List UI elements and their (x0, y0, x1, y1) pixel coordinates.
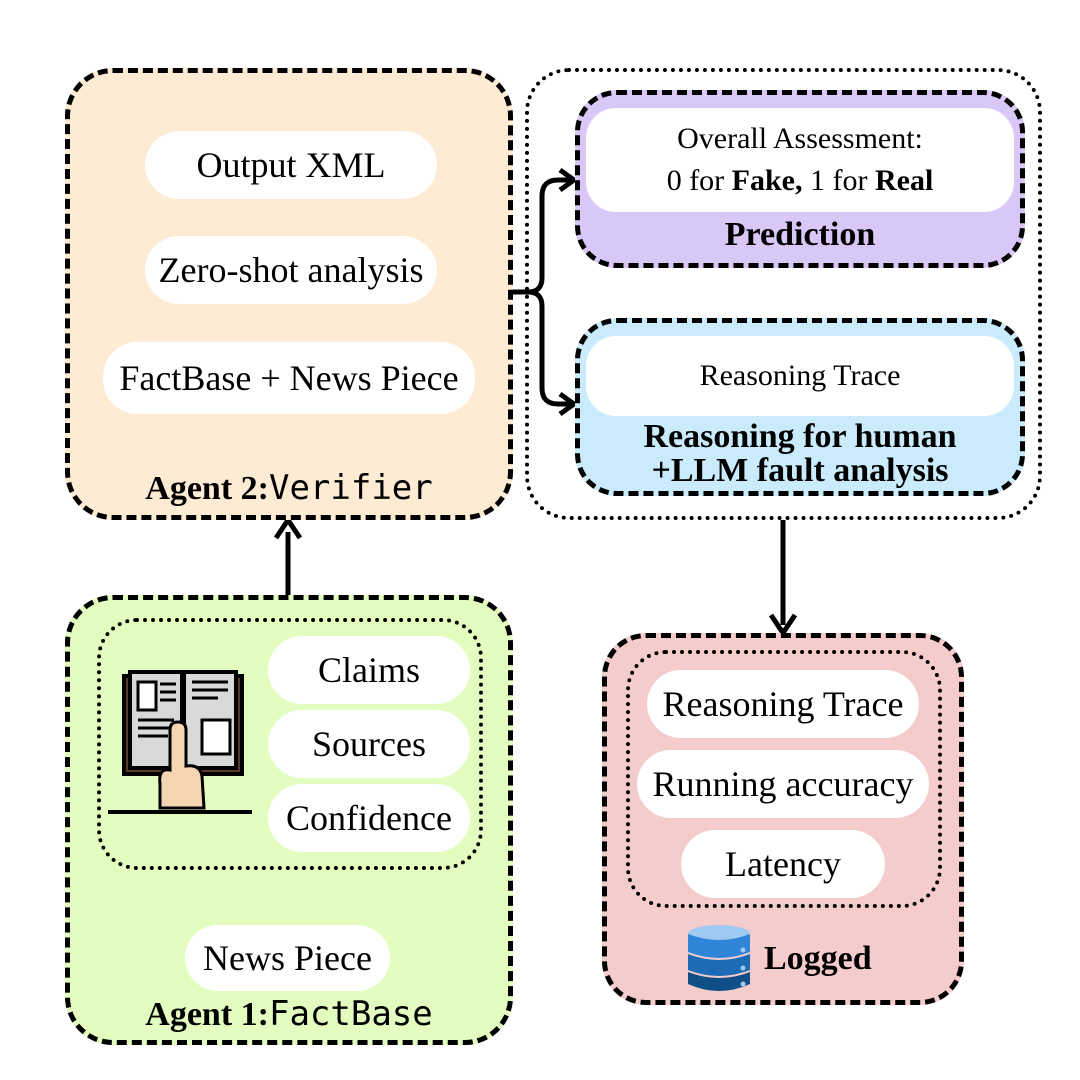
assessment-fake: Fake, (731, 164, 803, 197)
assessment-one: 1 for (802, 164, 875, 197)
brace-agent2-to-outputs (512, 167, 579, 417)
news-piece-input: News Piece (185, 925, 390, 991)
assessment-zero: 0 for (666, 164, 732, 197)
arrow-agent1-to-agent2 (273, 515, 303, 595)
logged-label: Logged (764, 940, 872, 977)
arrow-outputs-to-logged (768, 520, 798, 638)
confidence-item: Confidence (268, 784, 470, 852)
logged-reasoning-trace: Reasoning Trace (647, 670, 919, 738)
logged-latency: Latency (681, 830, 885, 898)
reasoning-title-line1: Reasoning for human (643, 418, 957, 455)
agent1-title: Agent 1:FactBase (65, 994, 513, 1034)
agent1-title-bold: Agent 1: (145, 996, 269, 1033)
logged-running-accuracy: Running accuracy (637, 750, 929, 818)
agent2-title: Agent 2:Verifier (65, 468, 513, 508)
reasoning-title-line2: +LLM fault analysis (651, 452, 949, 489)
overall-assessment-card: Overall Assessment: 0 for Fake, 1 for Re… (586, 108, 1014, 212)
outputs-group (525, 68, 1042, 520)
agent1-title-mono: FactBase (268, 994, 433, 1034)
book-reading-icon (108, 668, 258, 818)
assessment-line2: 0 for Fake, 1 for Real (667, 160, 934, 202)
reasoning-trace-card: Reasoning Trace (586, 336, 1014, 416)
database-icon (686, 924, 752, 994)
factbase-news-piece-step: FactBase + News Piece (103, 342, 475, 414)
assessment-line1: Overall Assessment: (677, 122, 923, 155)
assessment-real: Real (874, 164, 934, 197)
factbase-group (97, 618, 483, 870)
zero-shot-analysis-step: Zero-shot analysis (145, 236, 437, 304)
prediction-title: Prediction (724, 216, 876, 253)
agent2-title-bold: Agent 2: (145, 470, 269, 507)
logged-group (626, 650, 942, 908)
output-xml-step: Output XML (145, 131, 437, 199)
sources-item: Sources (268, 710, 470, 778)
reasoning-title: Reasoning for human +LLM fault analysis (575, 420, 1025, 488)
agent2-title-mono: Verifier (268, 468, 433, 508)
claims-item: Claims (268, 636, 470, 704)
